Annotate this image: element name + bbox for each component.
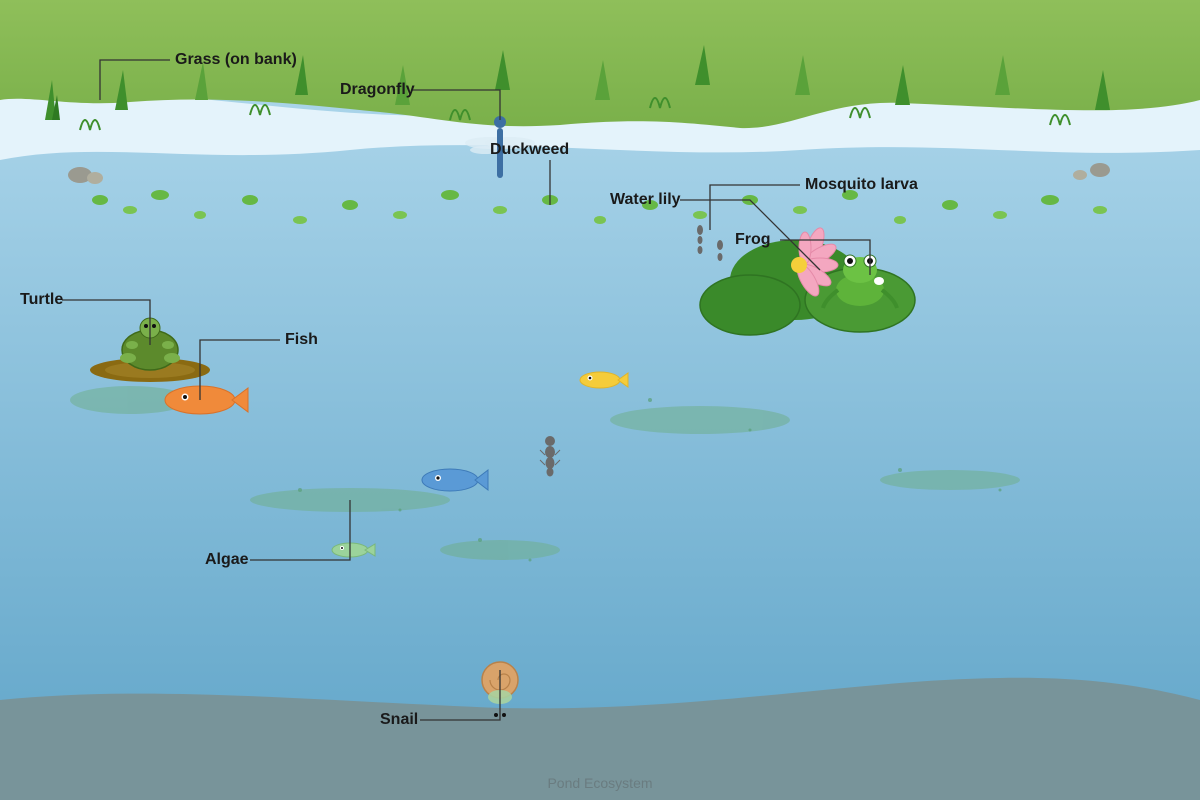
duckweed-dots	[92, 190, 1107, 224]
label-duckweed: Duckweed	[490, 141, 570, 158]
label-mosquito-larva: Mosquito larva	[805, 176, 918, 193]
label-turtle: Turtle	[20, 291, 64, 308]
fish-blue	[421, 468, 489, 492]
label-frog: Frog	[735, 231, 771, 248]
label-water-lily: Water lily	[610, 191, 681, 208]
leader-lines	[62, 59, 871, 721]
fish-yellow	[579, 371, 629, 389]
label-algae: Algae	[205, 551, 249, 568]
diagram-caption: Pond Ecosystem	[547, 775, 653, 791]
leader-algae	[250, 500, 351, 561]
grass-blades	[45, 45, 1110, 120]
pebbles	[68, 163, 1110, 184]
grass-tufts	[79, 97, 1071, 131]
mosquito-larva	[539, 436, 561, 477]
label-fish: Fish	[285, 331, 318, 348]
label-dragonfly: Dragonfly	[340, 81, 415, 98]
mosquito-larvae-small	[697, 225, 723, 261]
leader-dragonfly	[412, 89, 501, 120]
pond-mud-bottom	[0, 677, 1200, 800]
leader-fish	[199, 339, 280, 400]
lily-flower-center	[791, 257, 807, 273]
label-snail: Snail	[380, 711, 419, 728]
leader-turtle	[62, 299, 151, 345]
algae-specks	[298, 398, 1002, 562]
water-surface-band	[0, 91, 1200, 160]
leader-frog	[780, 239, 871, 275]
turtle-on-log	[90, 317, 210, 382]
algae-patches	[70, 386, 1020, 560]
leader-mosquito-larva	[709, 184, 800, 230]
label-grass: Grass (on bank)	[175, 51, 297, 68]
dragonfly	[465, 116, 535, 178]
leader-snail	[420, 670, 501, 721]
leader-grass	[99, 59, 170, 100]
leader-water-lily	[680, 199, 821, 271]
